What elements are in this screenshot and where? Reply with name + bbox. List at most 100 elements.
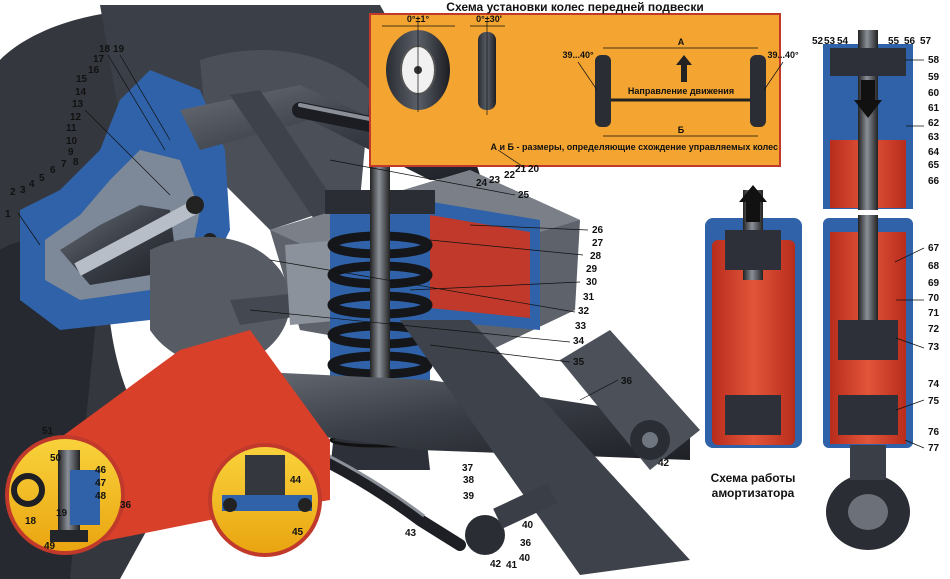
label-40b: 40	[519, 553, 531, 564]
label-46: 46	[95, 465, 107, 476]
dimension-b: Б	[678, 125, 685, 135]
label-50: 50	[50, 453, 62, 464]
base-valve-left	[725, 395, 781, 435]
label-57: 57	[920, 36, 932, 47]
buffer-bracket	[222, 495, 312, 511]
label-32: 32	[578, 306, 590, 317]
label-7: 7	[61, 159, 67, 170]
label-38: 38	[463, 475, 475, 486]
eye-neck	[850, 445, 886, 480]
label-4: 4	[29, 179, 35, 190]
shock-cap-top	[830, 48, 906, 76]
turn-angle-right: 39...40°	[767, 50, 799, 60]
label-35: 35	[573, 357, 585, 368]
label-21: 21	[515, 164, 527, 175]
label-27: 27	[592, 238, 604, 249]
label-55: 55	[888, 36, 900, 47]
label-37: 37	[462, 463, 474, 474]
label-70: 70	[928, 293, 940, 304]
stabilizer-clamp	[493, 483, 557, 529]
label-11: 11	[66, 123, 77, 134]
label-31: 31	[583, 292, 595, 303]
main-assembly	[0, 5, 700, 579]
label-40: 40	[522, 520, 534, 531]
direction-arrow	[676, 55, 692, 82]
label-36b: 36	[120, 500, 132, 511]
label-73: 73	[928, 342, 940, 353]
label-54: 54	[837, 36, 849, 47]
label-76: 76	[928, 427, 940, 438]
label-9: 9	[68, 147, 74, 158]
label-61: 61	[928, 103, 940, 114]
label-69: 69	[928, 278, 940, 289]
label-1: 1	[5, 209, 11, 220]
label-74: 74	[928, 379, 940, 390]
label-29: 29	[586, 264, 598, 275]
label-47: 47	[95, 478, 107, 489]
label-13: 13	[72, 99, 84, 110]
base-valve-right	[838, 395, 898, 435]
buffer-bolt	[223, 498, 237, 512]
label-58: 58	[928, 55, 940, 66]
label-2: 2	[10, 187, 16, 198]
shock-rod-right	[858, 215, 878, 335]
shock-absorber-extend	[823, 215, 913, 550]
hub-bolt	[186, 196, 204, 214]
label-64: 64	[928, 147, 940, 158]
alignment-inset	[369, 13, 784, 167]
shock-absorber-compress	[705, 185, 802, 448]
label-39: 39	[463, 491, 475, 502]
inset-tire-top-right	[750, 55, 766, 127]
eye-bushing-inner	[848, 494, 888, 530]
label-65: 65	[928, 160, 940, 171]
shock-caption-1: Схема работы	[711, 471, 796, 485]
label-28: 28	[590, 251, 602, 262]
camber-angle: 0°±1°	[407, 14, 430, 24]
label-45: 45	[292, 527, 304, 538]
label-23: 23	[489, 175, 501, 186]
label-16: 16	[88, 65, 100, 76]
label-6: 6	[50, 165, 56, 176]
knuckle	[150, 236, 290, 366]
label-36: 36	[621, 376, 633, 387]
inset-note: А и Б - размеры, определяющие схождение …	[491, 142, 779, 152]
balljoint-eye	[11, 473, 45, 507]
label-67: 67	[928, 243, 940, 254]
inset-tire-top-left	[595, 55, 611, 127]
shock-absorber-top	[823, 30, 913, 210]
label-72: 72	[928, 324, 940, 335]
label-48: 48	[95, 491, 107, 502]
label-41: 41	[506, 560, 518, 571]
label-52: 52	[812, 36, 824, 47]
label-20: 20	[528, 164, 540, 175]
label-63: 63	[928, 132, 940, 143]
piston-left	[725, 230, 781, 270]
label-3: 3	[20, 185, 26, 196]
direction-label: Направление движения	[628, 86, 734, 96]
label-56: 56	[904, 36, 916, 47]
label-68: 68	[928, 261, 940, 272]
label-59: 59	[928, 72, 940, 83]
label-25: 25	[518, 190, 530, 201]
down-arrow	[854, 80, 882, 118]
label-53: 53	[824, 36, 836, 47]
label-43: 43	[405, 528, 417, 539]
balljoint-housing	[70, 470, 100, 525]
lower-arm-2	[400, 320, 690, 575]
label-19b: 19	[56, 508, 68, 519]
lower-bushing-inner	[642, 432, 658, 448]
label-18: 18	[99, 44, 111, 55]
label-44: 44	[290, 475, 302, 486]
label-75: 75	[928, 396, 940, 407]
turn-angle-left: 39...40°	[562, 50, 594, 60]
label-22: 22	[504, 170, 516, 181]
caster-angle: 0°±30'	[476, 14, 502, 24]
part-numbers: 1 2 3 4 5 6 7 8 9 10 11 12 13 14 15 16 1…	[5, 36, 940, 571]
label-60: 60	[928, 88, 940, 99]
label-8: 8	[73, 157, 79, 168]
label-10: 10	[66, 136, 78, 147]
label-66: 66	[928, 176, 940, 187]
label-33: 33	[575, 321, 587, 332]
label-15: 15	[76, 74, 88, 85]
